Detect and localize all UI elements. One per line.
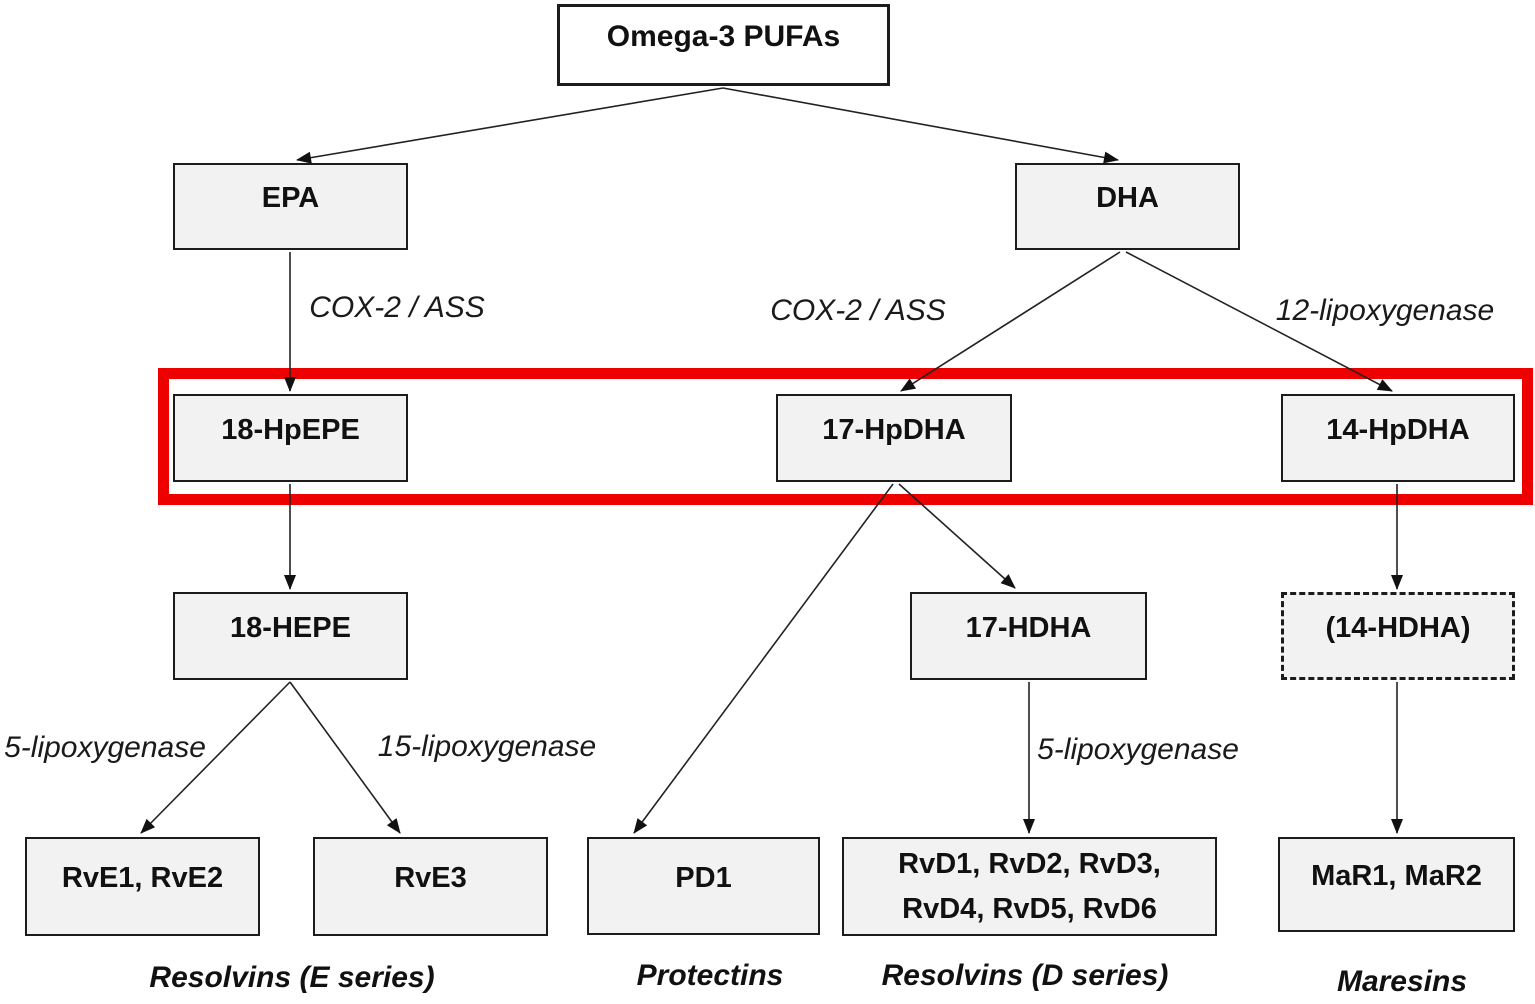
node-dha: DHA [1015, 163, 1240, 250]
arrow-17hpdha-to-pd1 [633, 483, 894, 834]
node-rve3-label: RvE3 [394, 862, 467, 894]
node-14-hdha-label: (14-HDHA) [1325, 611, 1471, 644]
node-rve1-rve2-label: RvE1, RvE2 [61, 862, 224, 894]
node-pd1: PD1 [587, 837, 820, 935]
category-label-protectins: Protectins [636, 959, 784, 992]
node-rvd-series-line2: RvD4, RvD5, RvD6 [902, 892, 1157, 925]
node-14-hpdha-label: 14-HpDHA [1326, 413, 1470, 446]
enzyme-label-5-lipoxygenase-d: 5-lipoxygenase [1037, 733, 1239, 766]
node-18-hepe-label: 18-HEPE [230, 611, 351, 644]
arrow-omega3-to-epa [296, 87, 724, 164]
category-label-resolvins-e-series: Resolvins (E series) [149, 961, 435, 994]
node-epa: EPA [173, 163, 408, 250]
node-omega-3-pufas-label: Omega-3 PUFAs [606, 20, 841, 53]
arrow-omega3-to-dha [722, 87, 1119, 164]
enzyme-label-cox2-ass-dha: COX-2 / ASS [770, 294, 946, 327]
node-epa-label: EPA [261, 182, 320, 214]
node-14-hdha: (14-HDHA) [1281, 592, 1515, 680]
node-18-hpepe: 18-HpEPE [173, 394, 408, 482]
node-pd1-label: PD1 [675, 861, 732, 894]
node-18-hepe: 18-HEPE [173, 592, 408, 680]
category-label-resolvins-d-series: Resolvins (D series) [881, 959, 1169, 992]
node-rvd-series-line1: RvD1, RvD2, RvD3, [898, 847, 1161, 880]
category-label-maresins: Maresins [1336, 965, 1468, 998]
enzyme-label-5-lipoxygenase-e: 5-lipoxygenase [4, 731, 206, 764]
node-18-hpepe-label: 18-HpEPE [221, 413, 360, 446]
node-omega-3-pufas: Omega-3 PUFAs [557, 4, 890, 86]
node-mar1-mar2: MaR1, MaR2 [1278, 837, 1515, 932]
node-17-hdha: 17-HDHA [910, 592, 1147, 680]
node-17-hpdha: 17-HpDHA [776, 394, 1012, 482]
node-17-hpdha-label: 17-HpDHA [822, 413, 966, 446]
node-17-hdha-label: 17-HDHA [965, 611, 1092, 644]
node-rve1-rve2: RvE1, RvE2 [25, 837, 260, 936]
enzyme-label-15-lipoxygenase: 15-lipoxygenase [377, 730, 597, 763]
node-mar1-mar2-label: MaR1, MaR2 [1311, 860, 1482, 892]
node-rve3: RvE3 [313, 837, 548, 936]
node-14-hpdha: 14-HpDHA [1281, 394, 1515, 482]
node-rvd-series: RvD1, RvD2, RvD3, RvD4, RvD5, RvD6 [842, 837, 1217, 936]
enzyme-label-12-lipoxygenase: 12-lipoxygenase [1275, 294, 1495, 327]
node-dha-label: DHA [1096, 182, 1159, 214]
enzyme-label-cox2-ass-epa: COX-2 / ASS [309, 291, 485, 324]
